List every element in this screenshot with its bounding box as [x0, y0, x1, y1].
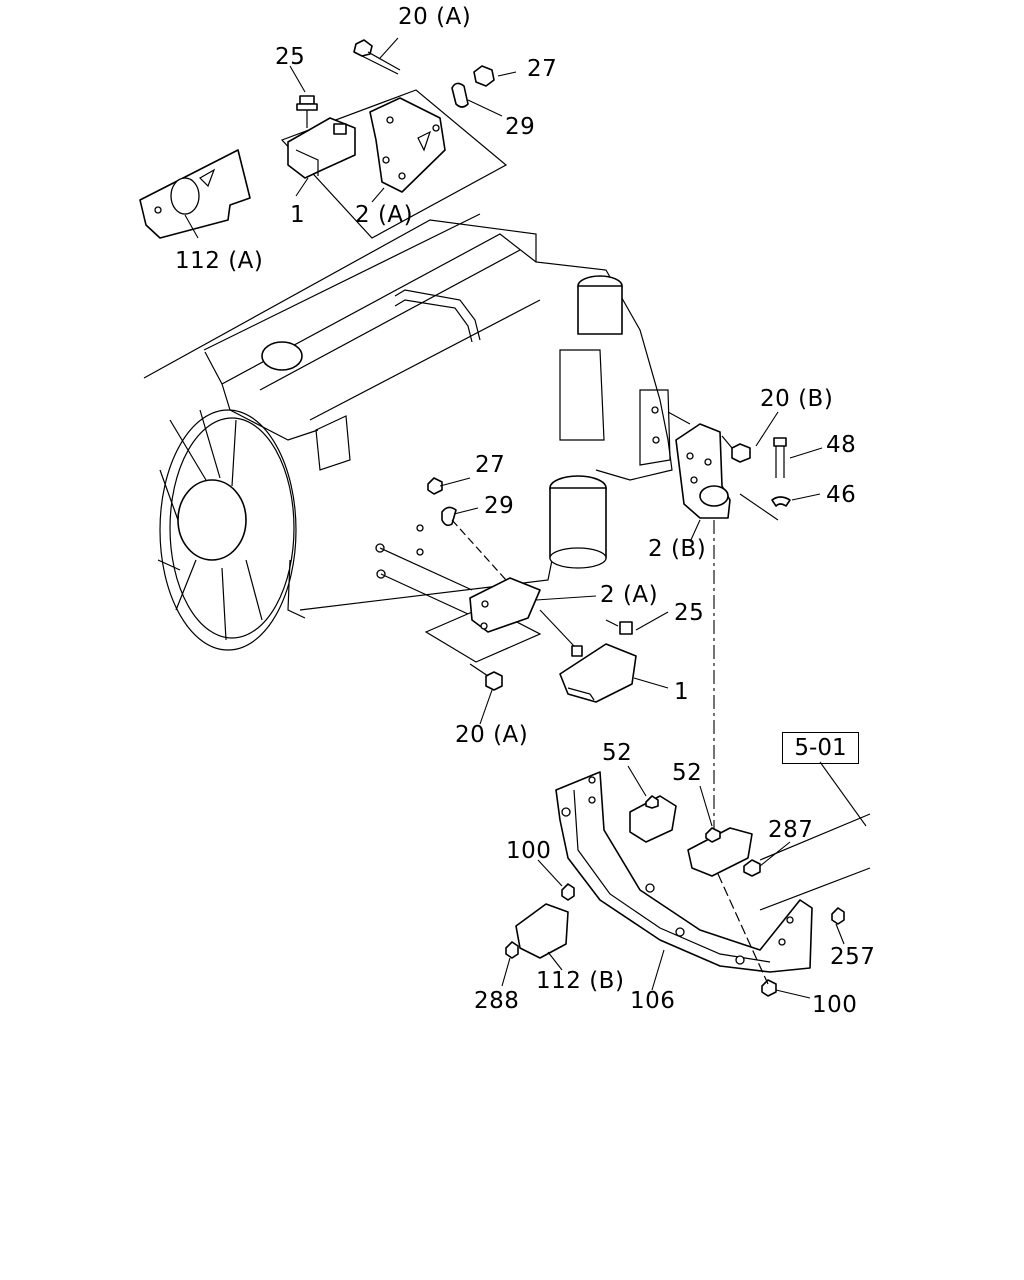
right-mount-group — [639, 389, 823, 836]
cooling-fan — [157, 409, 297, 651]
breather-canister — [577, 275, 623, 335]
bolt-20a-top — [353, 39, 401, 75]
engine-mount-rubber-1-mid — [559, 643, 637, 703]
bolt-25-mid — [605, 619, 633, 635]
mount-52-right — [687, 827, 753, 877]
oil-filter — [549, 475, 607, 569]
bracket-112b — [515, 903, 569, 959]
crossmember-group — [501, 761, 871, 999]
bolt-288 — [505, 941, 519, 959]
callout-1-top: 1 — [290, 202, 306, 228]
callout-112a: 112 (A) — [175, 248, 264, 274]
clip-29-top — [451, 82, 469, 108]
callout-100-right: 100 — [812, 992, 858, 1018]
callout-287: 287 — [768, 817, 814, 843]
bolt-20b — [721, 435, 751, 463]
callout-29-mid: 29 — [484, 493, 515, 519]
callout-2a-mid: 2 (A) — [600, 582, 659, 608]
callout-52-right: 52 — [672, 760, 703, 786]
nut-100-right — [761, 979, 777, 997]
callout-20b: 20 (B) — [760, 386, 834, 412]
bolt-287 — [743, 859, 761, 877]
callout-48: 48 — [826, 432, 857, 458]
bracket-2a-top — [369, 97, 446, 193]
bolt-20a-bot — [469, 663, 503, 691]
callout-20a-top: 20 (A) — [398, 4, 472, 30]
mount-52-left — [629, 795, 677, 843]
callout-112b: 112 (B) — [536, 968, 625, 994]
washer-46 — [771, 496, 791, 507]
callout-27-top: 27 — [527, 56, 558, 82]
reference-box: 5-01 — [782, 732, 859, 764]
nut-257 — [831, 907, 845, 925]
nut-27-mid — [427, 477, 443, 495]
callout-20a-bot: 20 (A) — [455, 722, 529, 748]
callout-106: 106 — [630, 988, 676, 1014]
bolt-25-top — [296, 95, 318, 128]
callout-29-top: 29 — [505, 114, 536, 140]
callout-46: 46 — [826, 482, 857, 508]
nut-100-left — [561, 883, 575, 901]
callout-257: 257 — [830, 944, 876, 970]
bracket-2a-mid — [469, 577, 541, 633]
callout-27-mid: 27 — [475, 452, 506, 478]
callout-25-mid: 25 — [674, 600, 705, 626]
callout-288: 288 — [474, 988, 520, 1014]
callout-25-top: 25 — [275, 44, 306, 70]
bolt-48 — [773, 437, 787, 478]
callout-1-mid: 1 — [674, 679, 690, 705]
engine-block — [143, 213, 673, 619]
top-mount-group — [139, 37, 517, 239]
callout-52-left: 52 — [602, 740, 633, 766]
callout-2b: 2 (B) — [648, 536, 707, 562]
callout-2a-top: 2 (A) — [355, 202, 414, 228]
mid-mount-group — [379, 477, 669, 725]
nut-27-top — [473, 65, 495, 87]
callout-100-left: 100 — [506, 838, 552, 864]
